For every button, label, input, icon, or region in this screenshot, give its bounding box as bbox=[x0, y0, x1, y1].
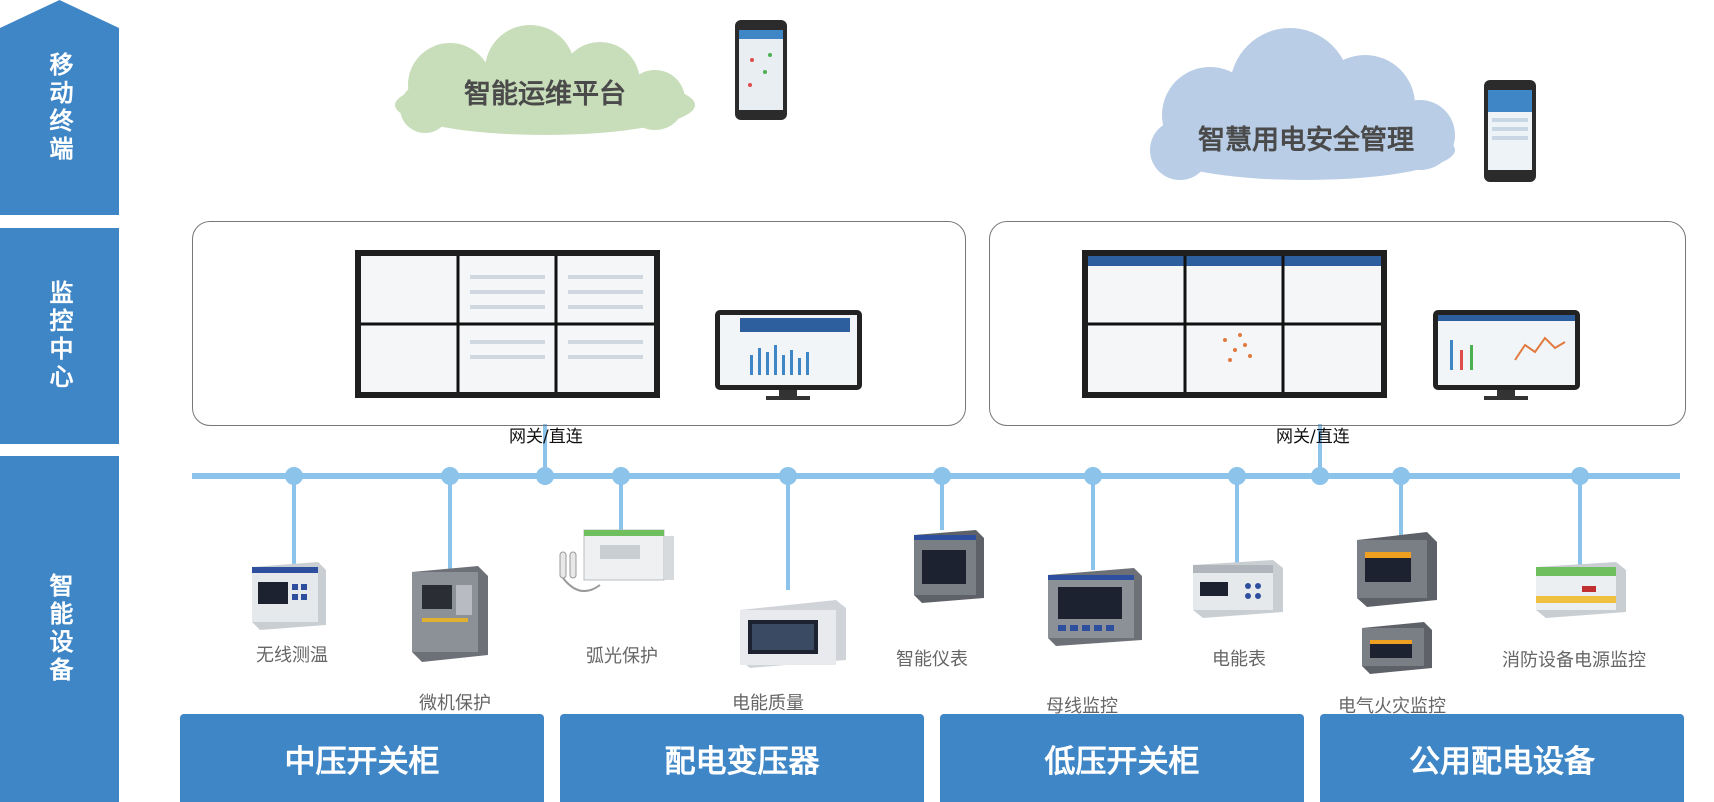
power-quality-device-icon bbox=[740, 600, 846, 668]
bus-node bbox=[1571, 467, 1589, 485]
bus-node bbox=[285, 467, 303, 485]
gateway-label-left: 网关/直连 bbox=[509, 427, 583, 447]
device-label: 电能表 bbox=[1212, 649, 1266, 670]
device-label: 弧光保护 bbox=[586, 646, 658, 667]
fire-power-monitor-device-icon bbox=[1536, 562, 1626, 618]
category-medium-voltage-switchgear: 中压开关柜 bbox=[180, 714, 544, 802]
monitor-icon bbox=[715, 310, 862, 400]
bus-node bbox=[779, 467, 797, 485]
bus-node bbox=[612, 467, 630, 485]
cloud-left-label: 智能运维平台 bbox=[464, 79, 626, 110]
relay-protection-device-icon bbox=[412, 566, 488, 662]
layer-smart-devices: 智能设备 bbox=[0, 456, 119, 802]
fire-monitor-device-icon bbox=[1357, 532, 1437, 674]
device-label: 电能质量 bbox=[732, 693, 804, 714]
video-wall-icon bbox=[355, 250, 660, 398]
device-label: 母线监控 bbox=[1046, 696, 1118, 717]
bus-node bbox=[1228, 467, 1246, 485]
cloud-right-shape bbox=[1150, 28, 1455, 180]
category-distribution-transformer: 配电变压器 bbox=[560, 714, 924, 802]
device-label: 消防设备电源监控 bbox=[1502, 650, 1646, 671]
monitoring-panel-left bbox=[192, 221, 966, 426]
category-public-distribution-equipment: 公用配电设备 bbox=[1320, 714, 1684, 802]
energy-meter-device-icon bbox=[1193, 560, 1283, 618]
device-label: 电气火灾监控 bbox=[1338, 696, 1446, 717]
layer-monitoring-center: 监控中心 bbox=[0, 228, 119, 444]
bus-node bbox=[441, 467, 459, 485]
device-label: 智能仪表 bbox=[896, 649, 968, 670]
layer-devices-label: 智能设备 bbox=[45, 573, 73, 685]
bus-node bbox=[933, 467, 951, 485]
device-label: 无线测温 bbox=[256, 645, 328, 666]
bus-node bbox=[1084, 467, 1102, 485]
layer-mobile-label: 移动终端 bbox=[45, 51, 73, 164]
phone-icon bbox=[1484, 80, 1536, 182]
layer-monitoring-label: 监控中心 bbox=[45, 280, 73, 392]
category-low-voltage-switchgear: 低压开关柜 bbox=[940, 714, 1304, 802]
bus-node bbox=[1392, 467, 1410, 485]
arc-protection-device-icon bbox=[559, 529, 674, 593]
bus-node bbox=[536, 467, 554, 485]
phone-icon bbox=[735, 20, 787, 120]
gateway-label-right: 网关/直连 bbox=[1276, 427, 1350, 447]
smart-meter-device-icon bbox=[914, 530, 984, 603]
cloud-right-label: 智慧用电安全管理 bbox=[1198, 125, 1414, 156]
wireless-temp-device-icon bbox=[252, 562, 326, 630]
monitor-icon bbox=[1433, 310, 1580, 400]
video-wall-icon bbox=[1082, 250, 1387, 398]
cloud-left-shape bbox=[395, 25, 695, 135]
bus-node bbox=[1311, 467, 1329, 485]
busbar-monitor-device-icon bbox=[1048, 568, 1142, 646]
layer-mobile-terminal: 移动终端 bbox=[0, 0, 119, 215]
monitoring-panel-right bbox=[989, 221, 1686, 426]
device-label: 微机保护 bbox=[419, 693, 491, 714]
